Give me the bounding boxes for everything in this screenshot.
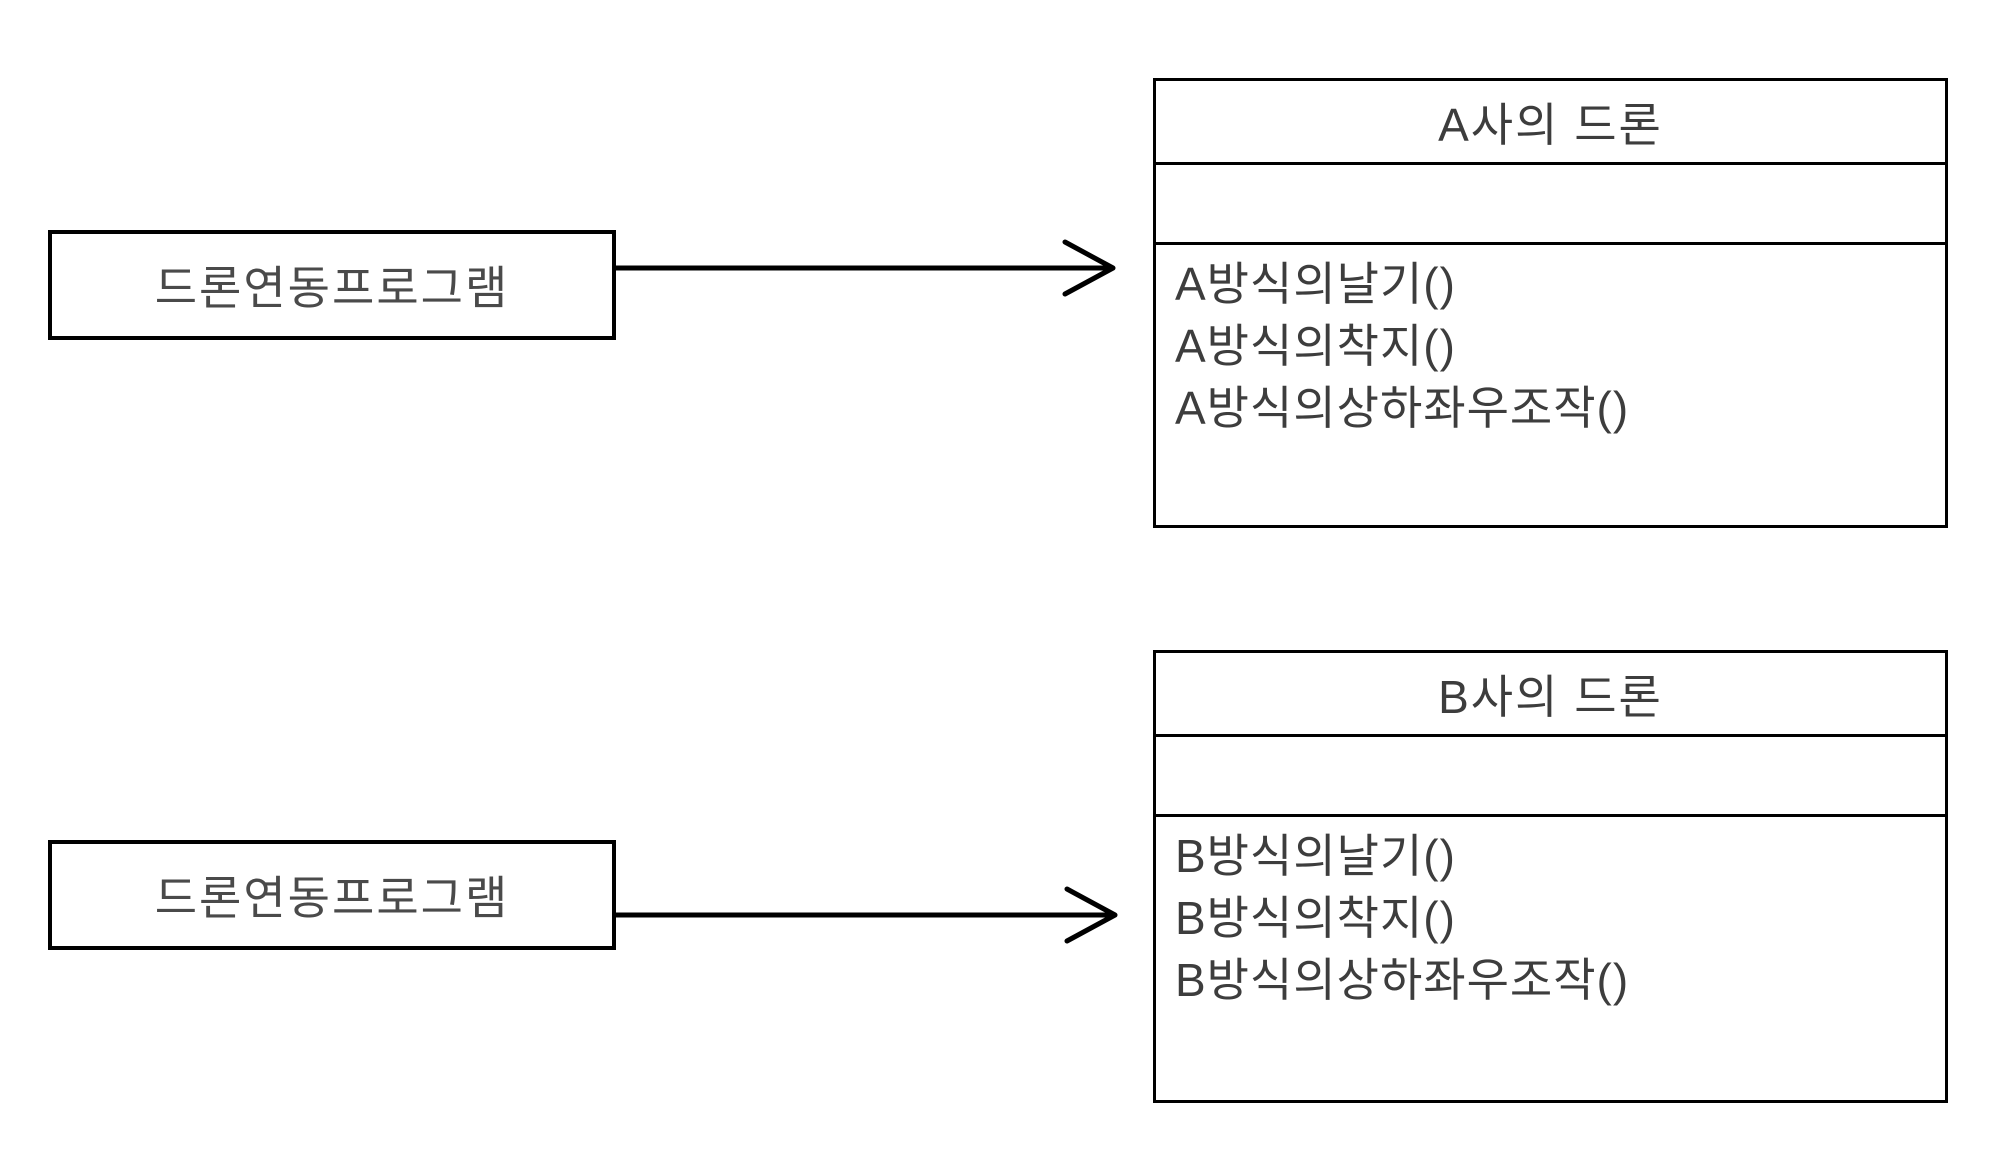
class-attributes-compartment [1156, 165, 1945, 245]
method-item: B방식의상하좌우조작() [1175, 954, 1630, 1006]
client-program-box-bottom: 드론연동프로그램 [48, 840, 616, 950]
method-item: B방식의날기() [1175, 830, 1456, 882]
class-methods-compartment: A방식의날기() A방식의착지() A방식의상하좌우조작() [1156, 245, 1945, 525]
method-item: A방식의날기() [1175, 258, 1456, 310]
method-item: A방식의착지() [1175, 320, 1456, 372]
method-item: A방식의상하좌우조작() [1175, 382, 1630, 434]
client-program-label: 드론연동프로그램 [154, 262, 510, 314]
class-box-drone-a: A사의 드론 A방식의날기() A방식의착지() A방식의상하좌우조작() [1153, 78, 1948, 528]
class-title-compartment: B사의 드론 [1156, 653, 1945, 737]
dependency-arrow-to-class-a [613, 239, 1116, 297]
class-methods-compartment: B방식의날기() B방식의착지() B방식의상하좌우조작() [1156, 817, 1945, 1100]
class-title: A사의 드론 [1438, 98, 1663, 151]
class-attributes-compartment [1156, 737, 1945, 817]
class-box-drone-b: B사의 드론 B방식의날기() B방식의착지() B방식의상하좌우조작() [1153, 650, 1948, 1103]
dependency-arrow-to-class-b [613, 886, 1118, 944]
method-item: B방식의착지() [1175, 892, 1456, 944]
open-arrowhead-icon [1062, 239, 1116, 297]
open-arrowhead-icon [1064, 886, 1118, 944]
client-program-box-top: 드론연동프로그램 [48, 230, 616, 340]
client-program-label: 드론연동프로그램 [154, 872, 510, 924]
class-title: B사의 드론 [1438, 670, 1663, 723]
class-title-compartment: A사의 드론 [1156, 81, 1945, 165]
